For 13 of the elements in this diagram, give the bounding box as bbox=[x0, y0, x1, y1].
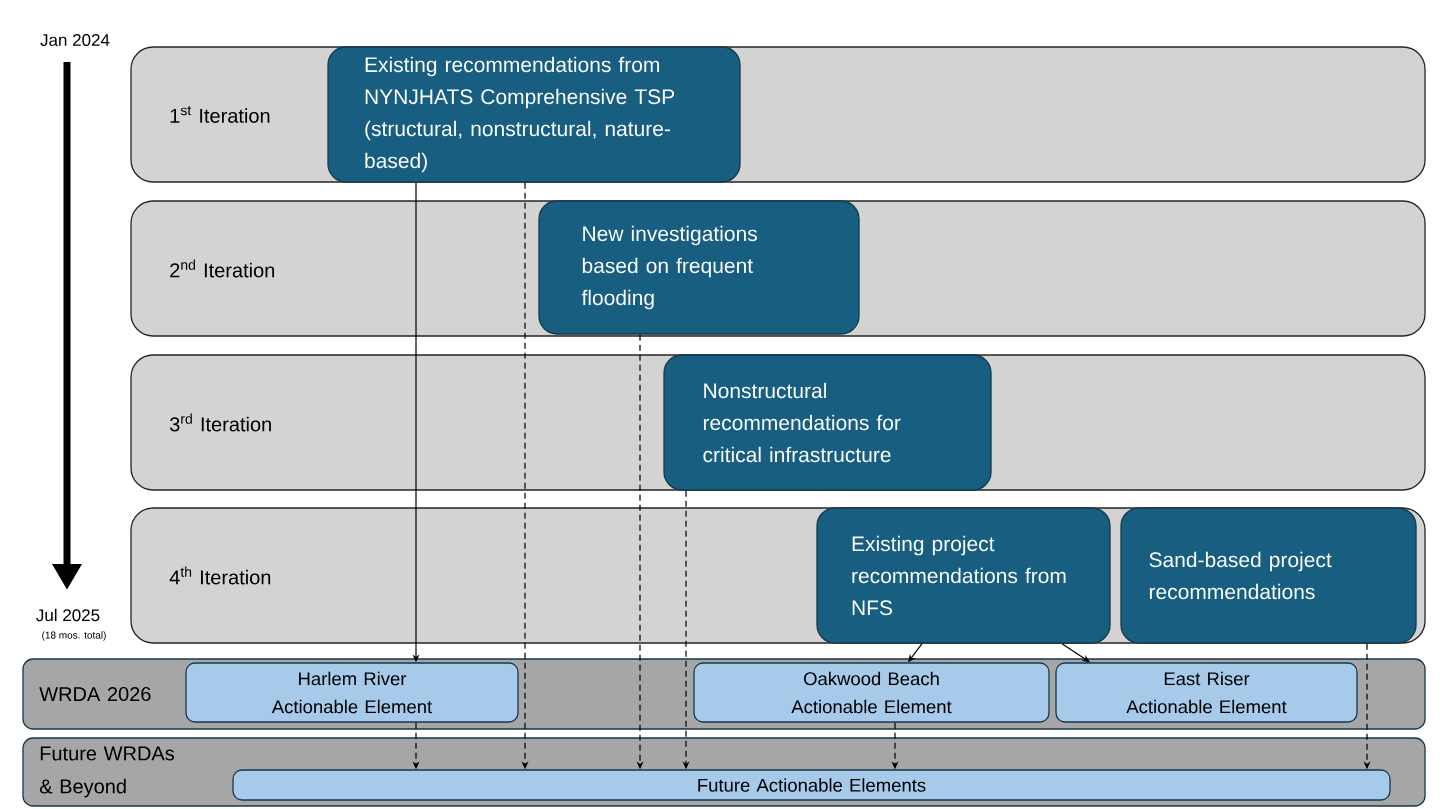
recommendation-box: Existing project recommendations from NFS bbox=[816, 507, 1111, 644]
recommendation-box: Sand-based project recommendations bbox=[1120, 507, 1417, 644]
element-box: East Riser Actionable Element bbox=[1055, 662, 1358, 723]
timeline-label: Jul 2025 bbox=[36, 608, 100, 622]
element-box: Oakwood Beach Actionable Element bbox=[693, 662, 1050, 723]
recommendation-box: Nonstructural recommendations for critical infrastructure bbox=[663, 354, 992, 491]
timeline-label: Jan 2024 bbox=[40, 34, 110, 47]
arrow bbox=[1061, 643, 1090, 663]
recommendation-box: Existing recommendations from NYNJHATS Comprehensive TSP (structural, nonstructural, nature-based) bbox=[327, 46, 741, 183]
element-box: Harlem River Actionable Element bbox=[185, 662, 519, 723]
element-box: Future Actionable Elements bbox=[232, 769, 1391, 801]
timeline-note: (18 mos. total) bbox=[42, 631, 106, 641]
recommendation-box: New investigations based on frequent flooding bbox=[538, 200, 860, 335]
